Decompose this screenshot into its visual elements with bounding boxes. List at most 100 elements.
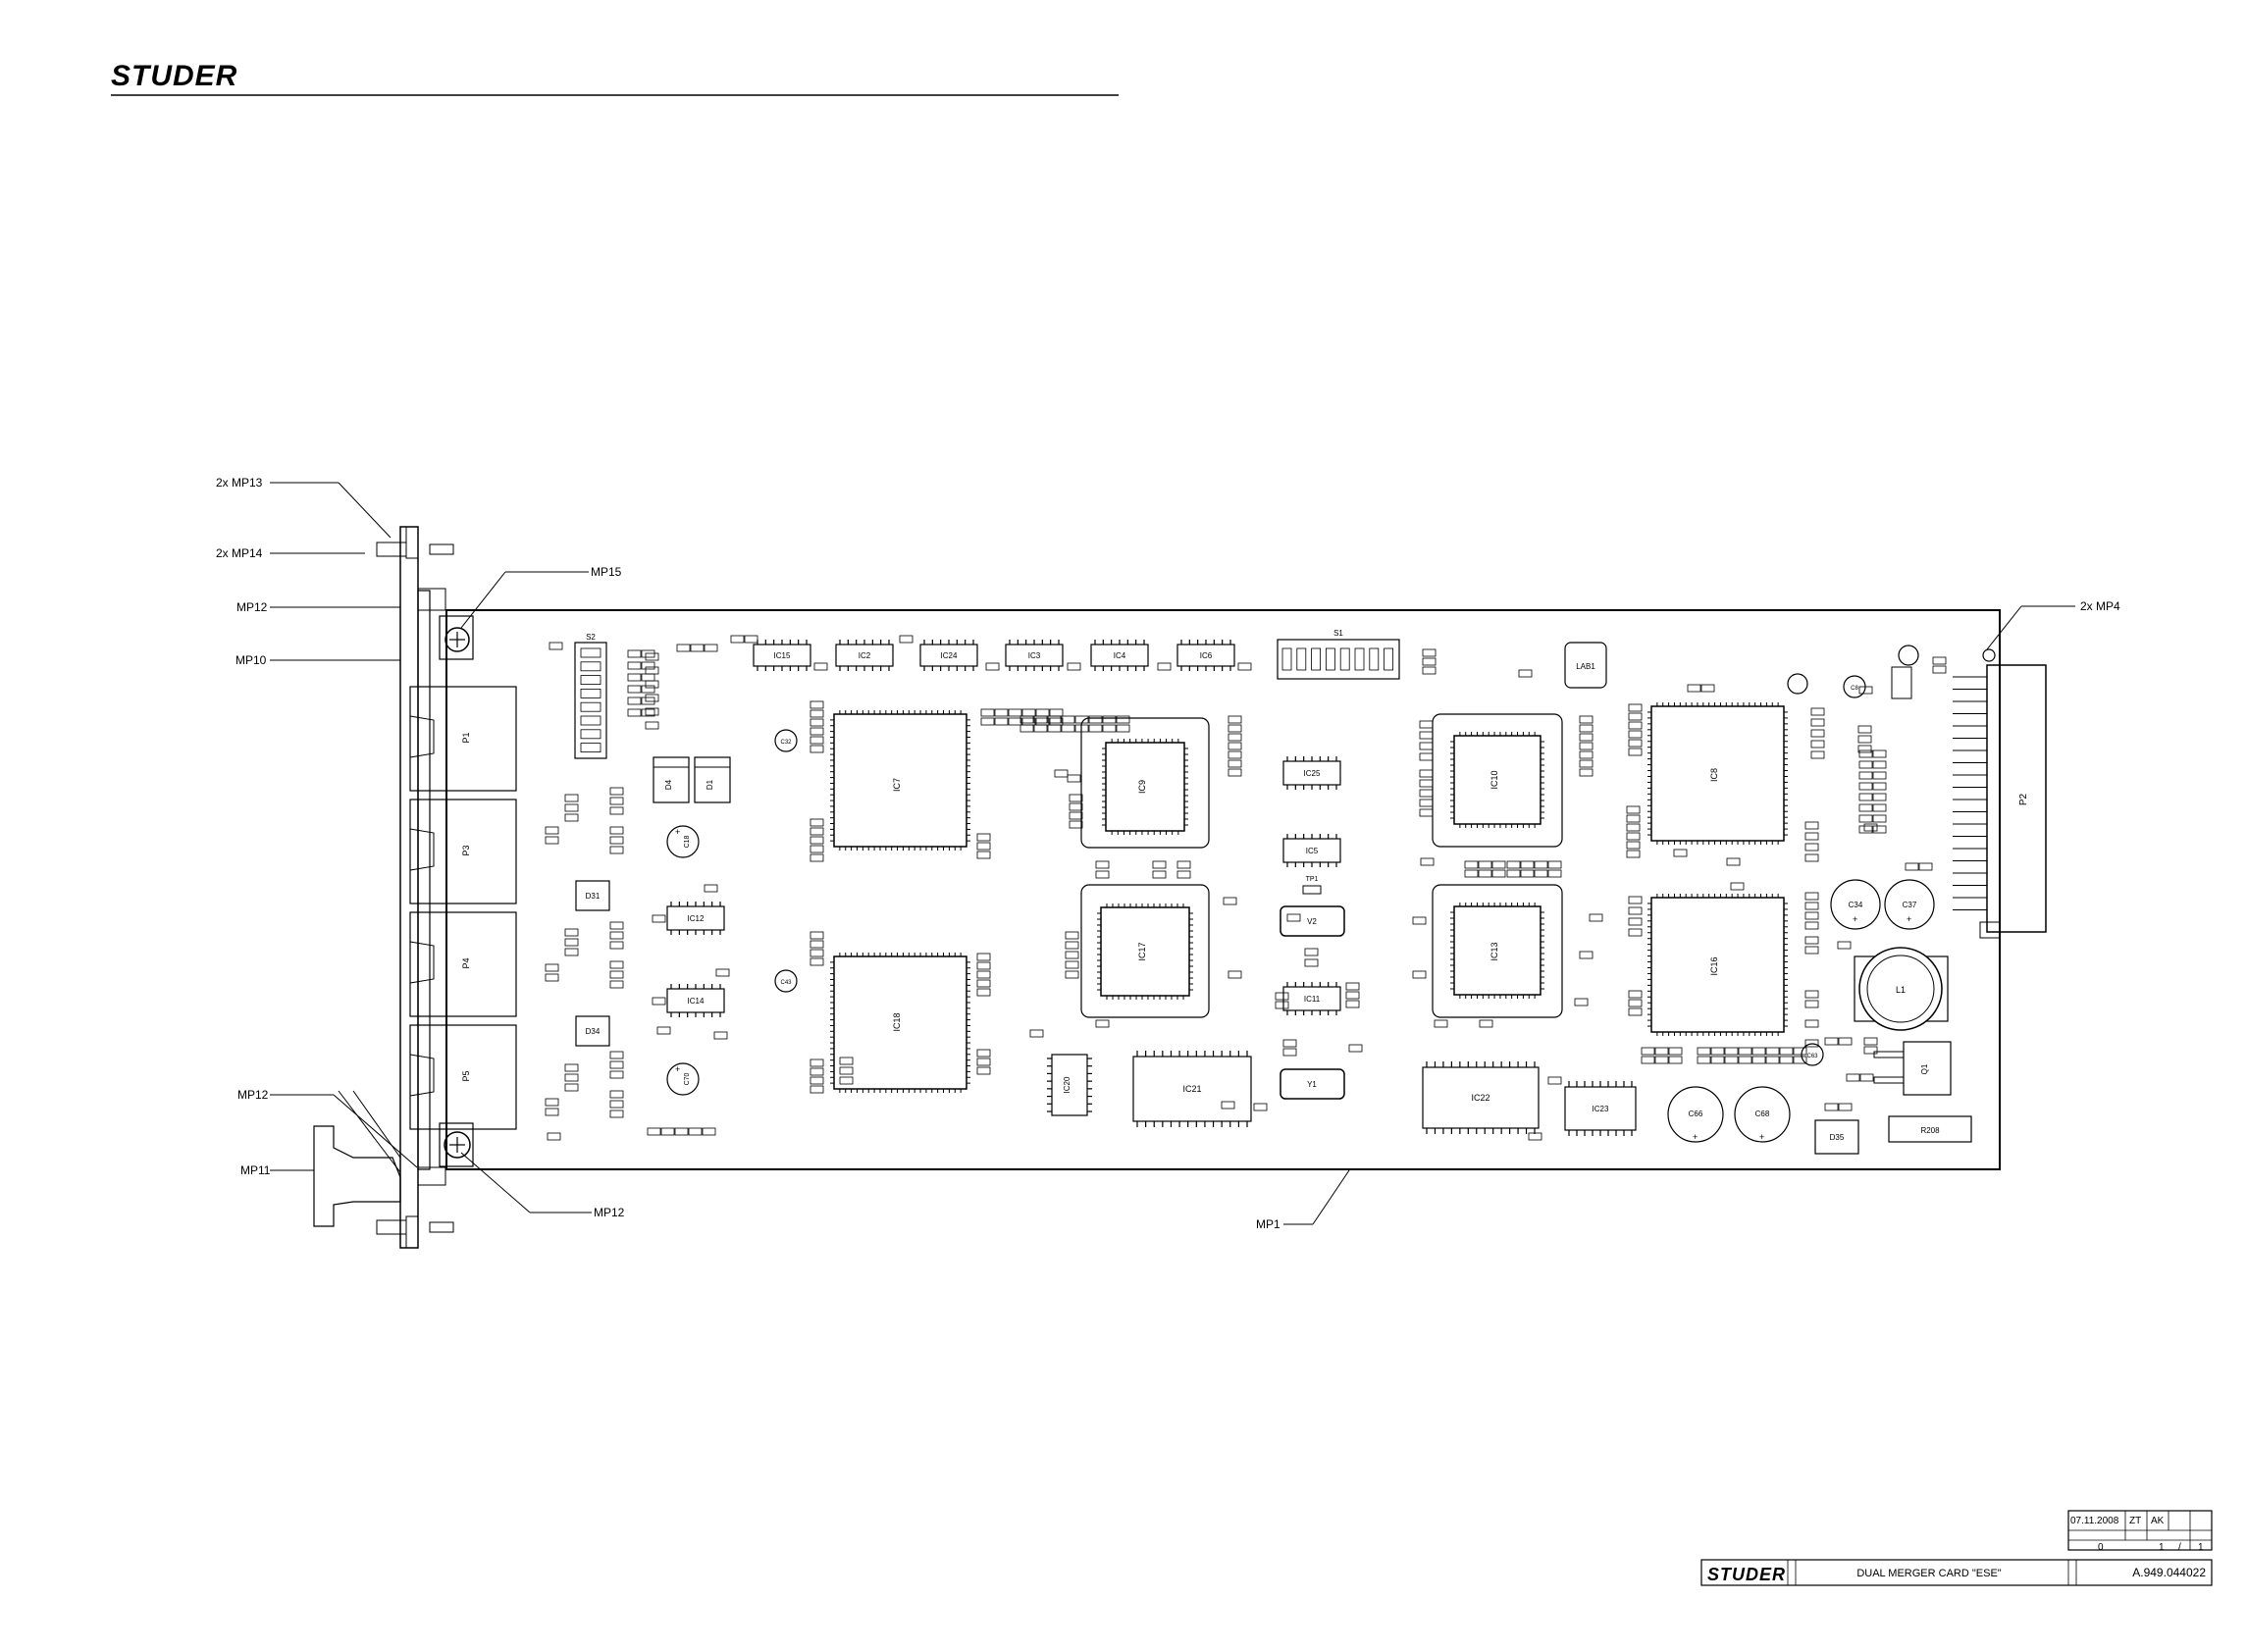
soic-ic5: IC5 (1282, 838, 1341, 863)
svg-text:IC25: IC25 (1304, 769, 1321, 778)
capacitor-c68: C68+ (1734, 1086, 1791, 1143)
svg-text:IC18: IC18 (892, 1012, 902, 1031)
soic-ic24: IC24 (919, 644, 978, 667)
edge-connector-p2: P2 (1953, 648, 2047, 939)
plcc-ic7: IC7 (833, 713, 967, 848)
plcc-ic9: IC9 (1080, 717, 1210, 849)
small-capacitor (1898, 645, 1919, 666)
soic-ic3: IC3 (1005, 644, 1064, 667)
svg-text:MP10: MP10 (235, 653, 267, 667)
svg-text:IC13: IC13 (1489, 942, 1499, 960)
connector-p3: P3 (409, 799, 517, 904)
pcb-outline (445, 609, 2001, 1170)
soic-ic12: IC12 (666, 905, 725, 931)
title-sheet-sep: / (2178, 1542, 2181, 1553)
svg-text:C37: C37 (1903, 901, 1917, 909)
title-checked-code: AK (2151, 1516, 2165, 1526)
svg-text:MP15: MP15 (591, 565, 622, 579)
svg-text:IC4: IC4 (1114, 651, 1126, 660)
svg-text:P2: P2 (2018, 793, 2029, 805)
label-block-lab1: LAB1 (1564, 642, 1607, 689)
soic-ic22: IC22 (1422, 1066, 1540, 1129)
dip-switch-s1: S1 (1277, 629, 1400, 680)
soic-ic25: IC25 (1282, 760, 1341, 786)
callout-mp12-bottom-right: MP12 (460, 1152, 625, 1219)
title-brand-logo: STUDER (1707, 1565, 1786, 1584)
plcc-ic17: IC17 (1080, 884, 1210, 1018)
soic-ic15: IC15 (753, 644, 811, 667)
svg-text:IC14: IC14 (688, 997, 705, 1006)
soic-ic23: IC23 (1564, 1086, 1637, 1131)
svg-text:+: + (675, 827, 680, 837)
svg-text:IC6: IC6 (1200, 651, 1213, 660)
diode-d4: D4 (653, 756, 690, 803)
capacitor-c70: C70 + (666, 1062, 700, 1096)
drawing-number: A.949.044022 (2132, 1566, 2206, 1579)
title-block: 07.11.2008 ZT AK 0 1 / 1 STUDER DUAL MER… (1700, 1510, 2213, 1586)
soic-ic11: IC11 (1282, 986, 1341, 1011)
plcc-ic13: IC13 (1432, 884, 1563, 1018)
callout-mp12-bottom-left: MP12 (237, 1088, 418, 1168)
svg-text:+: + (675, 1064, 680, 1074)
capacitor-c43: C43 (774, 969, 798, 993)
svg-text:P5: P5 (461, 1070, 471, 1081)
plcc-ic10: IC10 (1432, 713, 1563, 848)
mounting-screw-bottom (439, 1122, 474, 1167)
capacitor-c37: C37+ (1884, 879, 1935, 930)
title-date: 07.11.2008 (2070, 1516, 2119, 1526)
smd-passives (545, 635, 1947, 1141)
title-revision: 0 (2098, 1542, 2104, 1553)
svg-text:2x MP4: 2x MP4 (2080, 599, 2120, 613)
svg-text:IC8: IC8 (1709, 768, 1719, 782)
callout-mp12-top: MP12 (236, 600, 400, 614)
svg-text:C8: C8 (1851, 686, 1858, 692)
svg-text:C34: C34 (1849, 901, 1863, 909)
diode-d31: D31 (575, 880, 610, 911)
svg-text:S2: S2 (586, 633, 596, 642)
soic-ic4: IC4 (1090, 644, 1149, 667)
diode-d34: D34 (575, 1015, 610, 1047)
svg-text:C70: C70 (684, 1072, 691, 1085)
soic-ic21: IC21 (1132, 1056, 1252, 1122)
soic-ic20: IC20 (1051, 1054, 1088, 1116)
callout-mp1: MP1 (1256, 1169, 1350, 1231)
capacitor-c32: C32 (774, 729, 798, 752)
callout-mp10: MP10 (235, 653, 400, 667)
svg-text:Y1: Y1 (1307, 1080, 1317, 1089)
svg-text:P4: P4 (461, 957, 471, 968)
svg-text:IC16: IC16 (1709, 956, 1719, 975)
soic-ic2: IC2 (835, 644, 894, 667)
svg-text:IC5: IC5 (1306, 847, 1319, 855)
svg-text:MP12: MP12 (237, 1088, 269, 1102)
svg-text:2x MP13: 2x MP13 (216, 476, 263, 490)
svg-text:IC3: IC3 (1028, 651, 1041, 660)
svg-text:C18: C18 (684, 835, 691, 848)
capacitor-c18: C18 + (666, 825, 700, 858)
capacitor-c34: C34 + (1830, 879, 1881, 930)
svg-text:IC7: IC7 (892, 778, 902, 792)
connector-p4: P4 (409, 911, 517, 1017)
title-sheet: 1 (2159, 1542, 2165, 1553)
svg-text:IC11: IC11 (1304, 995, 1321, 1004)
soic-ic14: IC14 (666, 988, 725, 1013)
svg-text:IC12: IC12 (688, 914, 705, 923)
dip-switch-s2: S2 (574, 633, 607, 759)
svg-text:D35: D35 (1830, 1133, 1845, 1142)
diode-d1: D1 (694, 756, 731, 803)
svg-text:L1: L1 (1896, 985, 1906, 995)
svg-text:MP12: MP12 (236, 600, 268, 614)
mounting-screw-top (439, 615, 474, 660)
svg-text:Q1: Q1 (1920, 1063, 1929, 1074)
svg-text:IC2: IC2 (859, 651, 871, 660)
svg-text:P1: P1 (461, 732, 471, 743)
svg-text:IC23: IC23 (1593, 1105, 1609, 1113)
svg-text:C32: C32 (780, 740, 792, 746)
svg-text:C43: C43 (780, 980, 792, 986)
svg-text:+: + (1853, 914, 1857, 924)
svg-text:MP11: MP11 (240, 1163, 271, 1177)
svg-text:TP1: TP1 (1306, 876, 1319, 883)
svg-text:LAB1: LAB1 (1576, 662, 1595, 671)
svg-text:IC10: IC10 (1489, 770, 1499, 789)
